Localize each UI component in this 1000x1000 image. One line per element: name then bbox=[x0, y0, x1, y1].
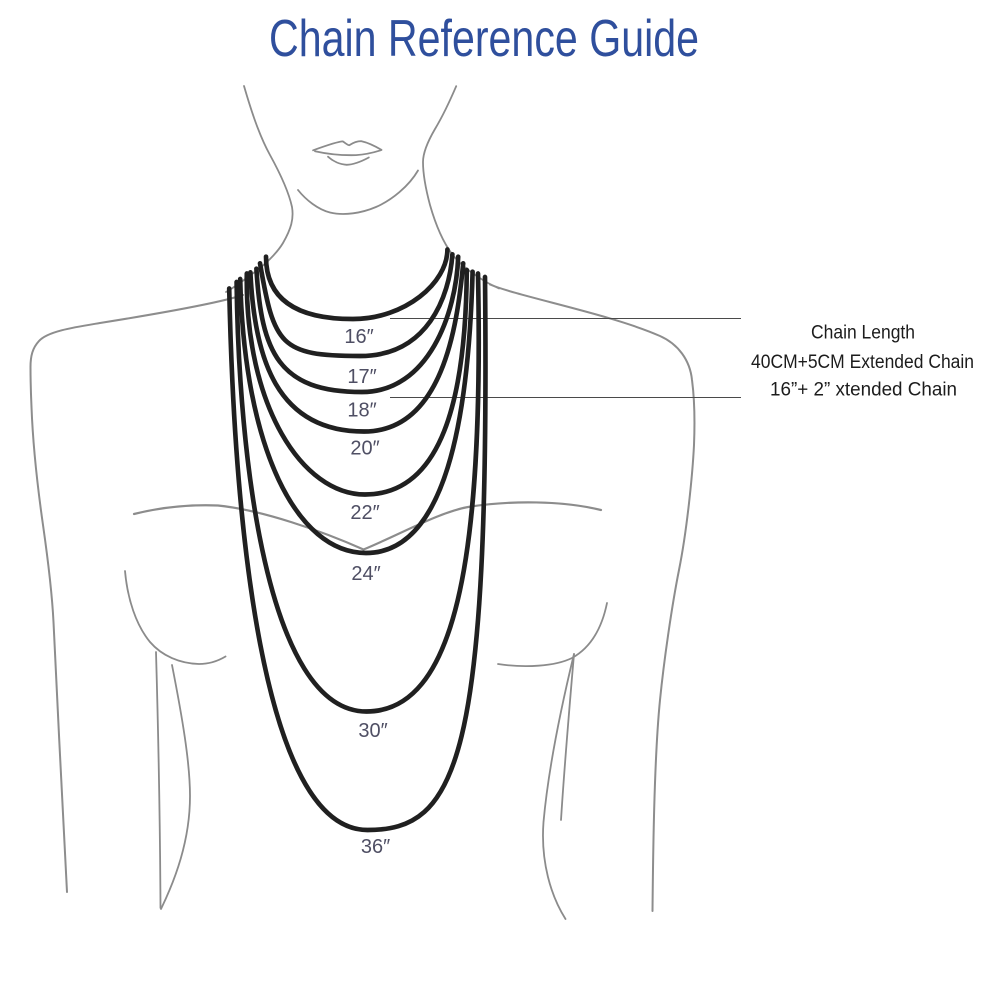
svg-text:20″: 20″ bbox=[350, 438, 379, 460]
svg-text:Chain Length: Chain Length bbox=[811, 323, 915, 344]
svg-text:Chain Reference Guide: Chain Reference Guide bbox=[269, 10, 699, 68]
svg-text:36″: 36″ bbox=[361, 836, 390, 858]
svg-text:16″: 16″ bbox=[344, 326, 373, 348]
svg-text:24″: 24″ bbox=[351, 563, 380, 585]
svg-text:18″: 18″ bbox=[347, 400, 376, 422]
svg-text:17″: 17″ bbox=[347, 366, 376, 388]
svg-text:22″: 22″ bbox=[350, 502, 379, 524]
svg-text:30″: 30″ bbox=[358, 720, 387, 742]
svg-text:40CM+5CM Extended Chain: 40CM+5CM Extended Chain bbox=[751, 352, 974, 373]
svg-text:16”+ 2” xtended Chain: 16”+ 2” xtended Chain bbox=[770, 380, 957, 401]
